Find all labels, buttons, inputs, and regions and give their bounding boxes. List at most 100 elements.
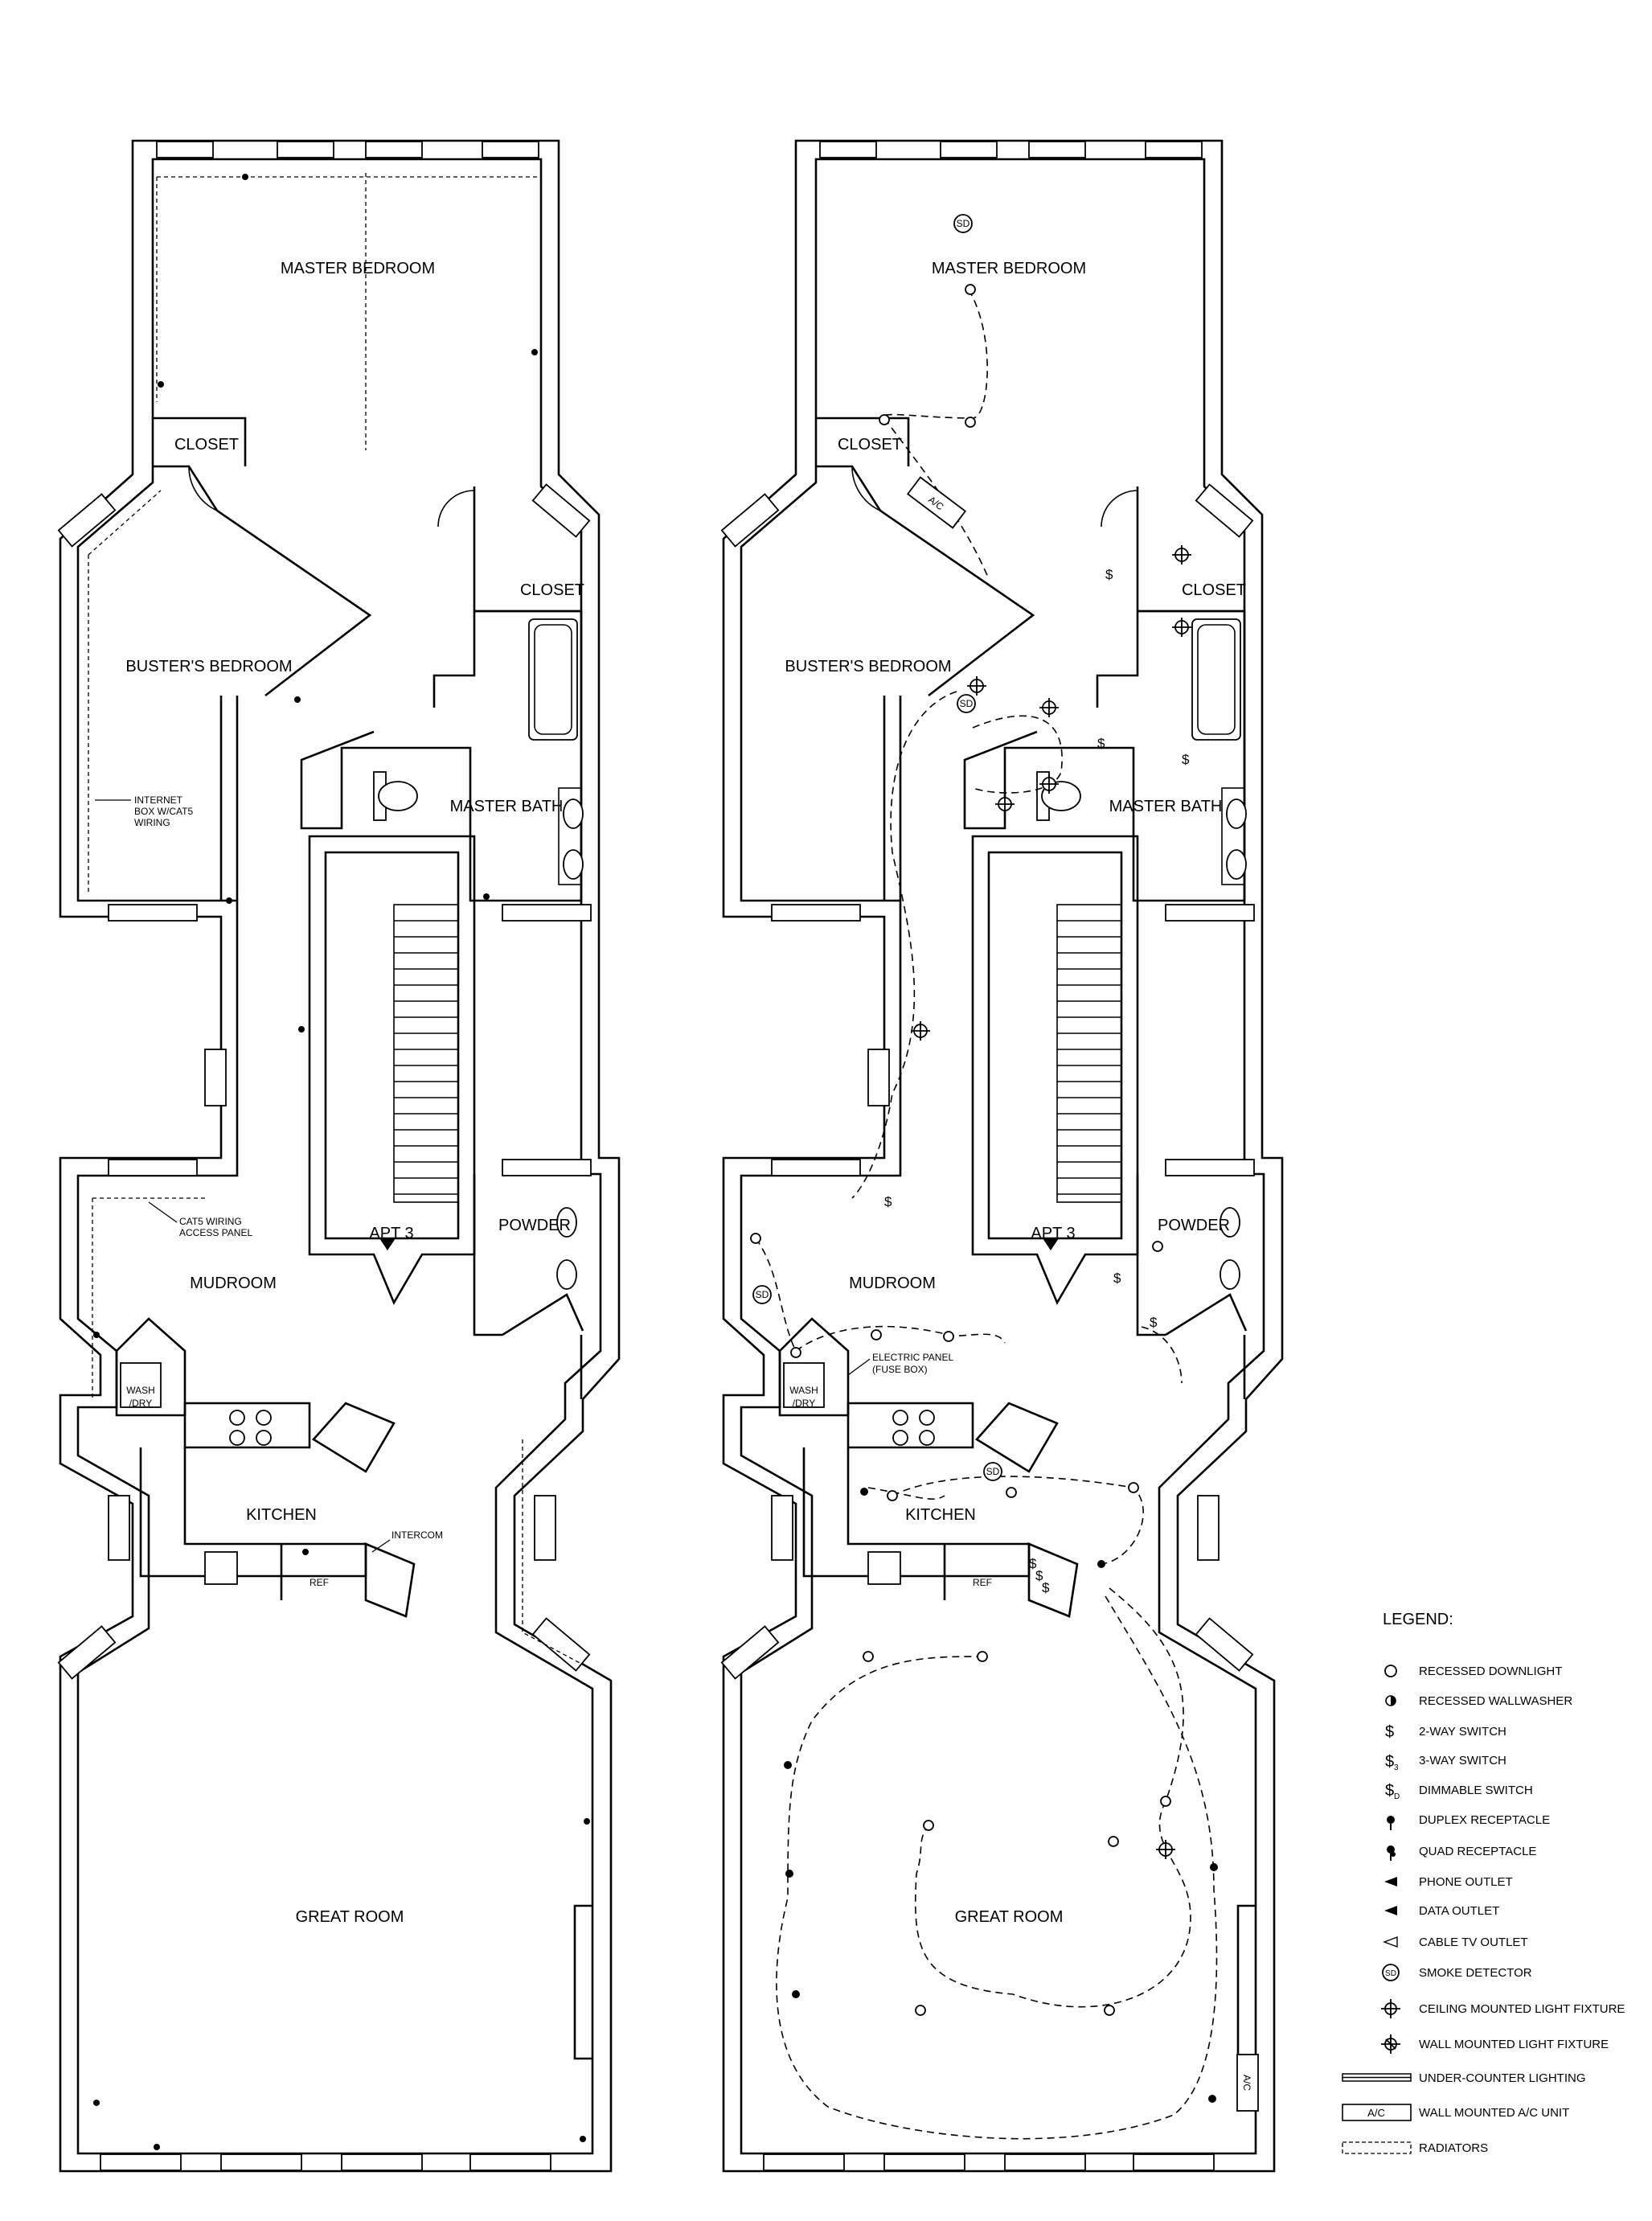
svg-text:$: $ <box>1029 1556 1037 1571</box>
lighting-circuits <box>755 289 1218 2140</box>
svg-text:$: $ <box>1182 752 1190 767</box>
recessed-downlight-icon <box>1384 1665 1397 1677</box>
wash-label-r: WASH <box>789 1385 818 1396</box>
cable-tv-outlet-icon <box>1383 1936 1398 1948</box>
receptacle-dots <box>93 174 590 2150</box>
dimmable-switch-icon: $ D <box>1385 1782 1400 1801</box>
note-intercom-text: INTERCOM <box>391 1529 443 1541</box>
phone-outlet-icon <box>1384 1877 1397 1886</box>
legend-label-15: WALL MOUNTED A/C UNIT <box>1419 2106 1569 2120</box>
wall-light-fixture-icon <box>1381 2034 1400 2054</box>
room-label-great-room-r: GREAT ROOM <box>955 1908 1064 1926</box>
under-counter-lighting-icon <box>1342 2073 1412 2082</box>
legend-label-7: QUAD RECEPTACLE <box>1419 1845 1536 1858</box>
svg-text:$: $ <box>1113 1271 1121 1286</box>
smoke-detectors: SD SD SD SD <box>752 214 1002 1481</box>
legend-label-16: RADIATORS <box>1419 2141 1488 2155</box>
smoke-detector-label-1: SD <box>957 218 970 229</box>
room-label-apt-r: APT 3 <box>1031 1225 1075 1242</box>
dimmable-symbol: $ <box>1385 1782 1394 1800</box>
right-floor-plan: SD SD SD SD A/C A/C $$$ $$$ $$$ MASTER B… <box>720 139 1284 2173</box>
radiators-outline <box>88 173 584 1665</box>
ceiling-light-fixture-icon <box>1381 1999 1400 2018</box>
radiators-icon <box>1342 2141 1412 2154</box>
legend-label-10: CABLE TV OUTLET <box>1419 1936 1528 1949</box>
room-label-master-bath-r: MASTER BATH <box>1109 798 1223 815</box>
data-outlet-icon <box>1384 1906 1397 1915</box>
legend-label-2: RECESSED WALLWASHER <box>1419 1694 1572 1708</box>
legend-label-8: PHONE OUTLET <box>1419 1875 1513 1889</box>
recessed-wallwasher-icon <box>1385 1695 1396 1706</box>
duplex-receptacle-icon <box>1387 1816 1395 1830</box>
three-way-symbol: $ <box>1385 1753 1394 1771</box>
room-label-busters-bedroom-r: BUSTER'S BEDROOM <box>785 658 951 675</box>
room-label-powder: POWDER <box>498 1217 571 1234</box>
note-cat5-line2: ACCESS PANEL <box>179 1227 252 1238</box>
ref-label-r: REF <box>973 1577 992 1588</box>
note-intercom: INTERCOM <box>371 1529 443 1553</box>
room-label-master-bath: MASTER BATH <box>450 798 564 815</box>
svg-text:$: $ <box>1097 736 1105 751</box>
smoke-detector-icon: SD <box>1382 1964 1400 1981</box>
ac-unit-label-2: A/C <box>1241 2075 1252 2091</box>
dimmable-sub: D <box>1394 1792 1400 1801</box>
ref-label: REF <box>309 1577 329 1588</box>
room-label-kitchen-r: KITCHEN <box>905 1506 976 1524</box>
room-label-powder-r: POWDER <box>1158 1217 1230 1234</box>
smoke-detector-label-4: SD <box>960 698 974 709</box>
three-way-switch-icon: $ 3 <box>1385 1753 1399 1772</box>
note-internet-line2: BOX W/CAT5 <box>134 806 193 817</box>
ac-unit-great-room: A/C <box>1236 2054 1259 2112</box>
svg-text:$: $ <box>884 1194 892 1209</box>
legend-label-6: DUPLEX RECEPTACLE <box>1419 1813 1550 1827</box>
legend-label-4: 3-WAY SWITCH <box>1419 1754 1506 1767</box>
wallwashers <box>784 1488 1218 2103</box>
smoke-detector-icon-text: SD <box>1385 1969 1396 1978</box>
room-label-apt: APT 3 <box>369 1225 413 1242</box>
room-label-master-bedroom-r: MASTER BEDROOM <box>932 260 1086 277</box>
quad-receptacle-icon <box>1387 1845 1396 1861</box>
smoke-detector-label-3: SD <box>986 1466 1000 1477</box>
ac-unit-icon: A/C <box>1342 2104 1412 2121</box>
legend: LEGEND: $ $ 3 $ D SD <box>1342 1611 1625 2155</box>
note-cat5-panel: CAT5 WIRING ACCESS PANEL <box>148 1201 252 1238</box>
legend-label-9: DATA OUTLET <box>1419 1904 1499 1918</box>
ac-unit-icon-text: A/C <box>1367 2107 1385 2119</box>
room-label-closet-b-r: CLOSET <box>1182 581 1246 599</box>
legend-label-13: WALL MOUNTED LIGHT FIXTURE <box>1419 2038 1609 2051</box>
ac-unit-bedroom: A/C <box>906 476 967 529</box>
two-way-switch-icon: $ <box>1385 1723 1394 1741</box>
legend-label-1: RECESSED DOWNLIGHT <box>1419 1665 1562 1678</box>
dry-label: /DRY <box>129 1398 152 1409</box>
legend-label-11: SMOKE DETECTOR <box>1419 1966 1532 1980</box>
switch-symbols: $$$ $$$ $$$ <box>884 567 1190 1595</box>
legend-label-5: DIMMABLE SWITCH <box>1419 1784 1533 1797</box>
note-electric-line1: ELECTRIC PANEL <box>872 1352 953 1363</box>
note-electric-line2: (FUSE BOX) <box>872 1364 928 1375</box>
room-label-mudroom: MUDROOM <box>190 1275 277 1292</box>
room-label-great-room: GREAT ROOM <box>296 1908 404 1926</box>
note-cat5-line1: CAT5 WIRING <box>179 1216 242 1227</box>
room-label-mudroom-r: MUDROOM <box>849 1275 936 1292</box>
legend-title: LEGEND: <box>1383 1611 1453 1628</box>
room-label-master-bedroom: MASTER BEDROOM <box>281 260 435 277</box>
note-internet-line3: WIRING <box>134 817 170 828</box>
svg-text:$: $ <box>1042 1580 1050 1595</box>
note-internet-line1: INTERNET <box>134 794 183 806</box>
legend-label-12: CEILING MOUNTED LIGHT FIXTURE <box>1419 2002 1625 2016</box>
room-label-kitchen: KITCHEN <box>246 1506 317 1524</box>
ceiling-fixtures <box>911 545 1191 1859</box>
room-label-busters-bedroom: BUSTER'S BEDROOM <box>125 658 292 675</box>
room-label-closet-a-r: CLOSET <box>838 436 902 454</box>
note-internet-box: INTERNET BOX W/CAT5 WIRING <box>95 794 193 828</box>
legend-label-3: 2-WAY SWITCH <box>1419 1725 1506 1739</box>
recessed-downlights <box>750 284 1171 2016</box>
svg-text:$: $ <box>1150 1315 1158 1330</box>
room-label-closet-b: CLOSET <box>520 581 584 599</box>
svg-text:$: $ <box>1035 1568 1043 1583</box>
svg-text:$: $ <box>1105 567 1113 582</box>
legend-label-14: UNDER-COUNTER LIGHTING <box>1419 2071 1586 2085</box>
smoke-detector-label-2: SD <box>756 1289 769 1300</box>
room-label-closet-a: CLOSET <box>174 436 239 454</box>
